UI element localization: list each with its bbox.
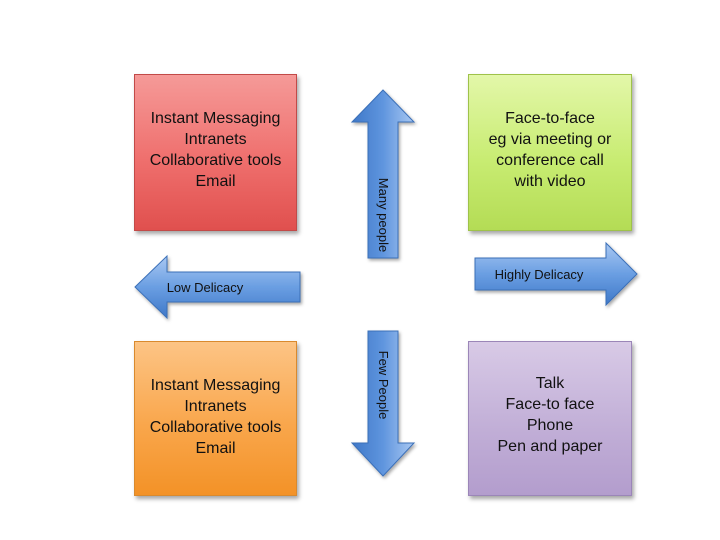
top-right-box: Face-to-face eg via meeting or conferenc… — [468, 74, 632, 231]
box-text-line: Collaborative tools — [149, 151, 282, 169]
box-text-line: Face-to face — [505, 395, 595, 413]
right-arrow: Highly Delicacy — [474, 241, 638, 307]
down-arrow-label: Few People — [376, 351, 391, 420]
box-text-line: Intranets — [184, 397, 247, 415]
left-arrow-label: Low Delicacy — [167, 280, 244, 295]
box-text-line: Face-to-face — [505, 109, 595, 127]
right-arrow-shape — [474, 241, 638, 307]
box-text-line: Pen and paper — [497, 437, 603, 455]
box-text-line: Talk — [535, 374, 565, 392]
left-arrow: Low Delicacy — [134, 254, 301, 320]
box-text-line: Instant Messaging — [150, 109, 281, 127]
box-text-line: conference call — [496, 151, 604, 169]
box-text-line: Intranets — [184, 130, 247, 148]
box-text-line: Email — [195, 172, 236, 190]
box-text-line: Instant Messaging — [150, 376, 281, 394]
left-arrow-shape — [134, 254, 301, 320]
up-arrow: Many people — [350, 89, 416, 259]
bottom-right-box: Talk Face-to face Phone Pen and paper — [468, 341, 632, 496]
top-left-box: Instant Messaging Intranets Collaborativ… — [134, 74, 297, 231]
up-arrow-shape — [350, 89, 416, 259]
box-text-line: Email — [195, 439, 236, 457]
down-arrow-shape — [350, 330, 416, 477]
box-text-line: with video — [514, 172, 586, 190]
box-text-line: Collaborative tools — [149, 418, 282, 436]
right-arrow-label: Highly Delicacy — [495, 267, 584, 282]
bottom-left-box: Instant Messaging Intranets Collaborativ… — [134, 341, 297, 496]
down-arrow: Few People — [350, 330, 416, 477]
box-text-line: eg via meeting or — [488, 130, 612, 148]
up-arrow-label: Many people — [376, 178, 391, 252]
box-text-line: Phone — [526, 416, 574, 434]
